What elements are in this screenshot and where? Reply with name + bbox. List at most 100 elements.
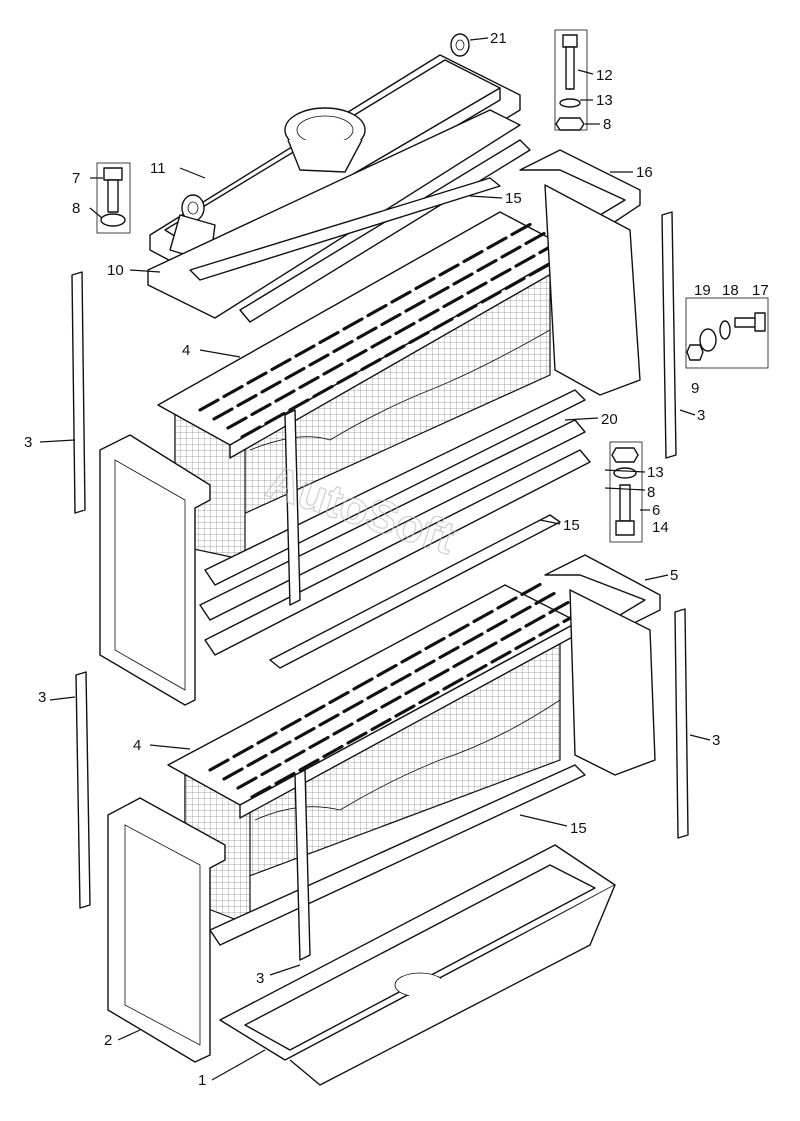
callout-c3c: 3	[38, 689, 46, 706]
grille-slot	[428, 285, 450, 300]
grille-slot	[548, 600, 570, 615]
grille-slot	[514, 254, 536, 268]
callout-c13a: 13	[596, 92, 613, 109]
callout-c15a: 15	[505, 190, 522, 207]
grille-slot	[538, 623, 560, 637]
grille-slot	[270, 357, 292, 372]
callout-c16: 16	[636, 164, 653, 181]
grille-slot	[246, 371, 268, 385]
grille-slot	[514, 636, 536, 651]
grille-slot	[524, 231, 546, 246]
callout-c8b: 8	[72, 200, 80, 217]
grille-slot	[486, 618, 508, 633]
grille-slot	[284, 366, 306, 381]
grille-slot	[366, 303, 388, 318]
grille-slot	[342, 317, 364, 331]
grille-slot	[304, 704, 326, 718]
grille-slot	[384, 344, 406, 358]
lower-core-slots	[208, 582, 584, 799]
grille-slot	[288, 398, 310, 412]
bolt-set-left	[96, 162, 131, 234]
grille-slot	[332, 339, 354, 354]
grille-slot	[212, 407, 234, 421]
callout-c3e: 3	[256, 970, 264, 987]
grille-slot	[198, 398, 220, 412]
grille-slot	[280, 717, 302, 732]
grille-slot	[236, 776, 258, 790]
grille-slot	[404, 681, 426, 696]
grille-slot	[318, 713, 340, 727]
grille-slot	[376, 663, 398, 678]
grille-slot	[240, 425, 262, 439]
callout-c1: 1	[198, 1072, 206, 1089]
grille-slot	[308, 735, 330, 750]
grille-slot	[496, 596, 518, 610]
grille-slot	[250, 402, 272, 417]
callout-c17: 17	[752, 282, 769, 299]
left-frame-2	[107, 797, 226, 1063]
callout-c8c: 8	[647, 484, 655, 501]
bolt-set-middle	[609, 441, 643, 543]
callout-c15b: 15	[563, 517, 580, 534]
callout-c15c: 15	[570, 820, 587, 837]
grille-slot	[500, 627, 522, 642]
callout-c19: 19	[694, 282, 711, 299]
grille-slot	[462, 632, 484, 646]
grille-slot	[500, 245, 522, 259]
grille-slot	[318, 330, 340, 345]
grille-slot	[264, 411, 286, 426]
grille-slot	[476, 258, 498, 273]
grille-slot	[294, 344, 316, 358]
grille-slot	[438, 263, 460, 277]
grille-slot	[448, 623, 470, 637]
grille-slot	[328, 690, 350, 705]
callout-c3a: 3	[24, 434, 32, 451]
grille-slot	[346, 731, 368, 745]
grille-slot	[452, 272, 474, 286]
grille-slot	[342, 699, 364, 714]
grille-slot	[528, 263, 550, 277]
grille-slot	[208, 758, 230, 772]
grille-slot	[256, 731, 278, 745]
grille-slot	[432, 317, 454, 331]
grille-slot	[390, 672, 412, 687]
callout-c7: 7	[72, 170, 80, 187]
grille-slot	[394, 704, 416, 718]
grille-slot	[366, 686, 388, 700]
grille-slot	[490, 267, 512, 282]
side-bracket-16	[519, 149, 641, 396]
grille-slot	[428, 668, 450, 682]
grille-slot	[414, 659, 436, 673]
callout-c21: 21	[490, 30, 507, 47]
grille-slot	[380, 312, 402, 327]
grille-slot	[480, 290, 502, 304]
grille-slot	[408, 330, 430, 345]
grille-slot	[466, 663, 488, 678]
bolt-set-top	[554, 29, 588, 131]
callout-c14: 14	[652, 519, 669, 536]
grille-slot	[476, 641, 498, 655]
bottom-tank	[219, 844, 616, 1086]
side-strips	[71, 211, 689, 961]
grille-slot	[418, 308, 440, 322]
grille-slot	[236, 393, 258, 408]
grille-slot	[370, 335, 392, 349]
grille-slot	[226, 416, 248, 430]
grille-slot	[250, 785, 272, 799]
grille-slot	[260, 762, 282, 777]
grille-slot	[274, 771, 296, 786]
grille-slot	[332, 722, 354, 736]
grille-slot	[510, 605, 532, 619]
callout-c9: 9	[691, 380, 699, 397]
callout-c6: 6	[652, 502, 660, 519]
callout-c5: 5	[670, 567, 678, 584]
callout-c3d: 3	[712, 732, 720, 749]
grille-slot	[472, 609, 494, 624]
grille-slot	[246, 753, 268, 768]
grille-slot	[346, 348, 368, 363]
upper-core-slots	[198, 222, 574, 439]
grille-slot	[442, 677, 464, 691]
grille-slot	[414, 276, 436, 291]
callout-c13b: 13	[647, 464, 664, 481]
callout-c3b: 3	[697, 407, 705, 424]
